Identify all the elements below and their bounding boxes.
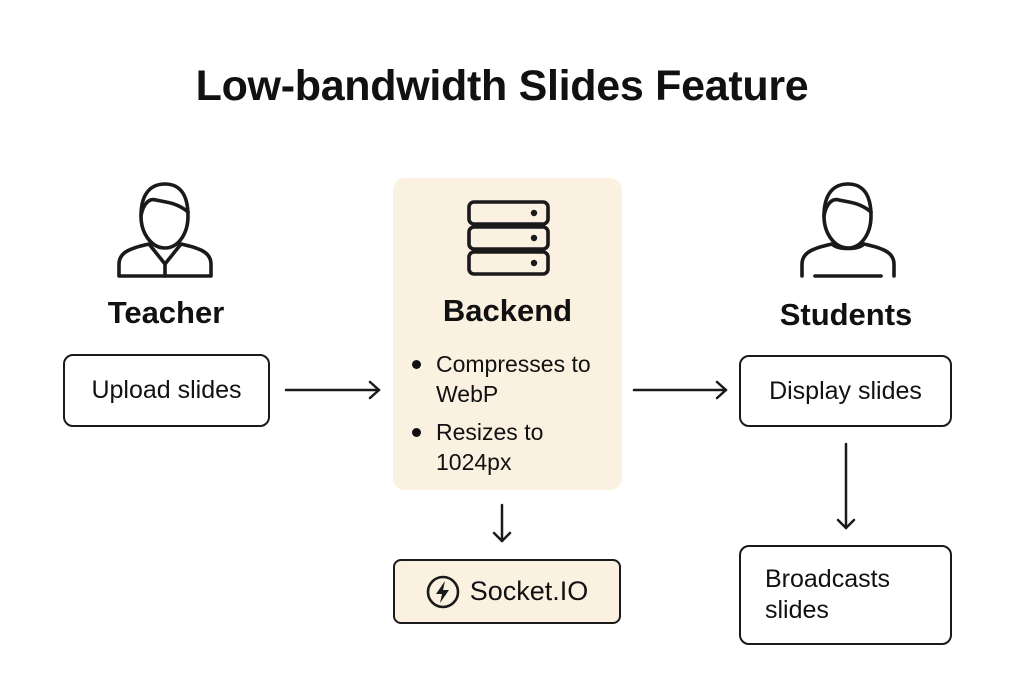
backend-bullet-resize: Resizes to 1024px (410, 417, 616, 477)
upload-slides-box: Upload slides (63, 354, 270, 427)
arrow-backend-to-students (632, 380, 728, 400)
diagram-title: Low-bandwidth Slides Feature (195, 62, 809, 110)
backend-panel (393, 178, 622, 490)
display-slides-box: Display slides (739, 355, 952, 427)
broadcasts-slides-box: Broadcasts slides (739, 545, 952, 645)
socketio-label: Socket.IO (469, 576, 589, 606)
arrow-backend-to-socket (492, 503, 512, 543)
display-slides-text: Display slides (769, 376, 922, 405)
students-person-icon (800, 182, 896, 278)
socketio-box: Socket.IO (393, 559, 621, 624)
arrow-teacher-to-backend (284, 380, 381, 400)
backend-bullet-compress: Compresses to WebP (410, 349, 616, 409)
broadcasts-slides-text: Broadcasts slides (765, 565, 891, 624)
teacher-person-icon (117, 182, 213, 278)
lightning-bolt-icon (426, 575, 460, 608)
students-label: Students (779, 297, 913, 332)
arrow-display-to-broadcast (836, 442, 856, 530)
teacher-label: Teacher (107, 295, 225, 330)
backend-label: Backend (442, 293, 573, 328)
server-icon (467, 200, 550, 276)
backend-bullet-list: Compresses to WebP Resizes to 1024px (410, 349, 616, 485)
upload-slides-text: Upload slides (91, 376, 242, 404)
